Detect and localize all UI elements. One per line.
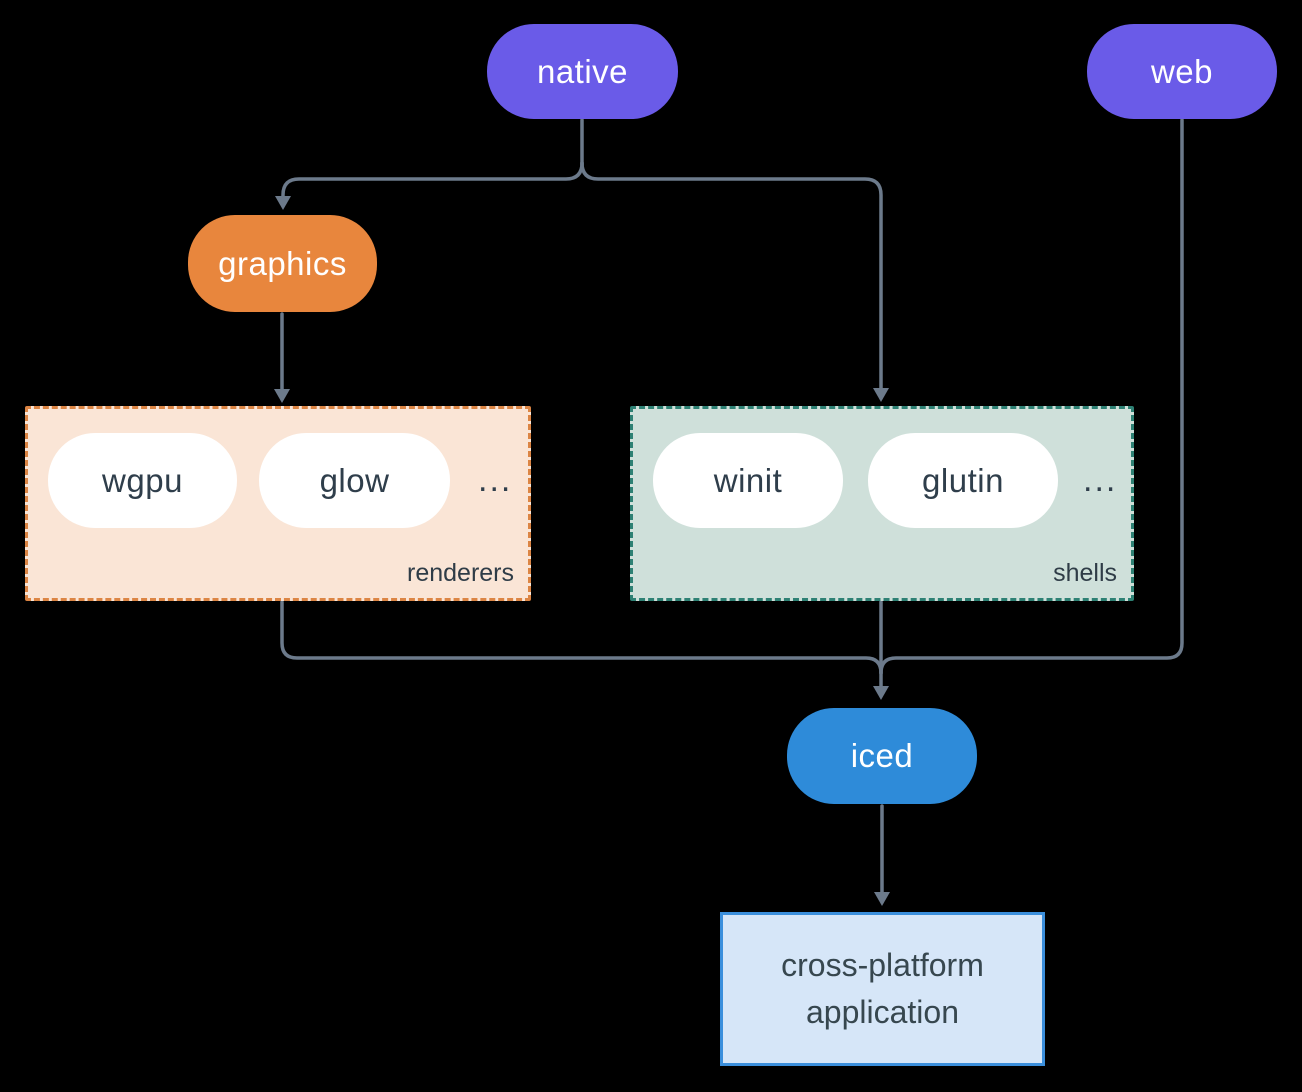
shells-group-label: shells [1053, 559, 1117, 587]
node-glow: glow [259, 433, 450, 528]
arrowhead-graphics [275, 196, 291, 210]
node-iced: iced [787, 708, 977, 804]
arrowhead-iced [873, 686, 889, 700]
node-graphics: graphics [188, 215, 377, 312]
node-winit: winit [653, 433, 843, 528]
node-glutin-label: glutin [922, 461, 1004, 499]
node-winit-label: winit [713, 461, 783, 499]
node-wgpu-label: wgpu [102, 461, 183, 499]
node-cross-platform-application: cross-platform application [720, 912, 1045, 1066]
arrowhead-shells [873, 388, 889, 402]
connector-renderers-to-merge [280, 600, 883, 675]
shells-ellipsis-label: ... [1083, 461, 1118, 499]
node-web: web [1087, 24, 1277, 119]
connector-native-to-shells [580, 161, 883, 391]
arrowhead-renderers [274, 389, 290, 403]
node-glutin: glutin [868, 433, 1058, 528]
node-iced-label: iced [850, 737, 914, 774]
node-native-label: native [536, 52, 629, 90]
connector-native-to-graphics [281, 161, 584, 199]
renderers-group-label: renderers [407, 559, 514, 587]
node-glow-label: glow [319, 461, 390, 499]
group-renderers: wgpu glow ... renderers [25, 406, 531, 601]
node-web-label: web [1150, 52, 1214, 90]
app-label-line2: application [806, 994, 959, 1030]
group-shells: winit glutin ... shells [630, 406, 1134, 601]
node-graphics-label: graphics [218, 244, 347, 282]
node-native: native [487, 24, 678, 119]
app-label-line1: cross-platform [781, 947, 984, 983]
node-wgpu: wgpu [48, 433, 237, 528]
renderers-ellipsis-label: ... [478, 461, 513, 499]
arrowhead-app [874, 892, 890, 906]
